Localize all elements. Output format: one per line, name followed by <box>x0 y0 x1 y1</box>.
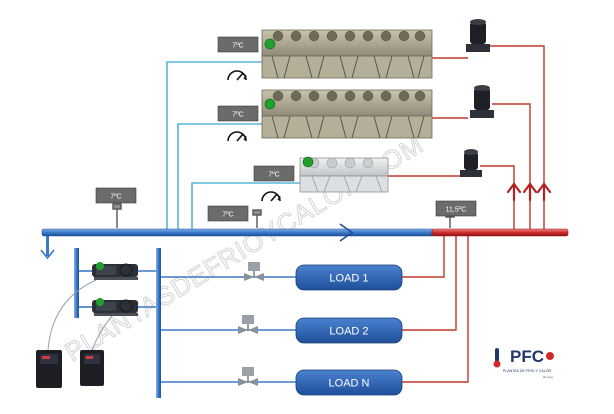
temp-sensor-icon <box>252 209 262 228</box>
pump-suction-collector <box>74 248 79 318</box>
chiller-return-lines <box>388 45 545 383</box>
temp-tag-chiller-2: 7ºC <box>217 105 259 122</box>
load-n-label: LOAD N <box>329 378 370 390</box>
return-flow-arrows <box>506 182 552 202</box>
pump-2 <box>92 298 138 316</box>
temp-tag-chiller-1: 7ºC <box>217 36 259 53</box>
logo-dot <box>546 352 554 360</box>
svg-text:7ºC: 7ºC <box>268 172 280 179</box>
temp-tag-secondary-supply: 7ºC <box>207 205 249 222</box>
main-header <box>41 223 569 242</box>
chiller-3 <box>299 156 389 193</box>
pump-branch-pipes <box>79 270 296 383</box>
temp-tag-chiller-3: 7ºC <box>253 165 295 182</box>
gauge-icon <box>261 191 281 202</box>
vfd-1 <box>36 350 62 388</box>
svg-text:7ºC: 7ºC <box>232 112 244 119</box>
chiller-1-status-led <box>264 38 276 50</box>
chiller-1 <box>261 29 433 79</box>
chiller-supply-lines <box>166 61 300 230</box>
brand-tagline: PLANTAS DE FRIO Y CALOR <box>503 369 552 373</box>
down-arrow-icon <box>40 249 55 260</box>
temp-sensor-icon <box>112 203 122 228</box>
control-valve-n <box>238 367 258 386</box>
temp-tag-return: 11,5ºC <box>435 200 477 217</box>
gauge-icon <box>227 70 247 81</box>
vfd-2 <box>80 350 104 386</box>
load-1-label: LOAD 1 <box>329 273 368 285</box>
flow-arrow-icon <box>339 223 354 242</box>
load-n: LOAD N <box>295 369 403 396</box>
thermometer-icon <box>493 348 501 368</box>
return-header-pipe <box>431 228 569 237</box>
pump-1-status-led <box>96 262 104 270</box>
temp-tag-primary-supply: 7ºC <box>95 187 137 204</box>
control-valve-2 <box>238 315 258 334</box>
supply-header-pipe <box>41 228 435 237</box>
gauge-icon <box>227 131 247 142</box>
drive-cables <box>47 279 113 351</box>
svg-text:11,5ºC: 11,5ºC <box>446 207 467 214</box>
header-drop <box>40 236 55 260</box>
vertical-pump-2 <box>470 85 494 118</box>
svg-text:7ºC: 7ºC <box>110 194 122 201</box>
brand-logo: PFC PLANTAS DE FRIO Y CALOR Bomaq <box>493 347 554 379</box>
load-2: LOAD 2 <box>295 317 403 344</box>
chiller-2-status-led <box>264 98 276 110</box>
vertical-pump-3 <box>460 149 482 177</box>
control-valve-1 <box>244 262 264 281</box>
chiller-2 <box>261 89 433 139</box>
brand-sub: Bomaq <box>543 375 553 379</box>
pump-2-status-led <box>96 298 104 306</box>
load-1: LOAD 1 <box>295 264 403 291</box>
pump-1 <box>92 262 138 280</box>
svg-text:7ºC: 7ºC <box>222 212 234 219</box>
pump-discharge-collector <box>156 248 161 398</box>
chiller-3-status-led <box>302 156 314 168</box>
brand-logo-text: PFC <box>510 347 544 366</box>
svg-text:7ºC: 7ºC <box>232 43 244 50</box>
vertical-pump-1 <box>466 19 490 52</box>
load-2-label: LOAD 2 <box>329 326 368 338</box>
